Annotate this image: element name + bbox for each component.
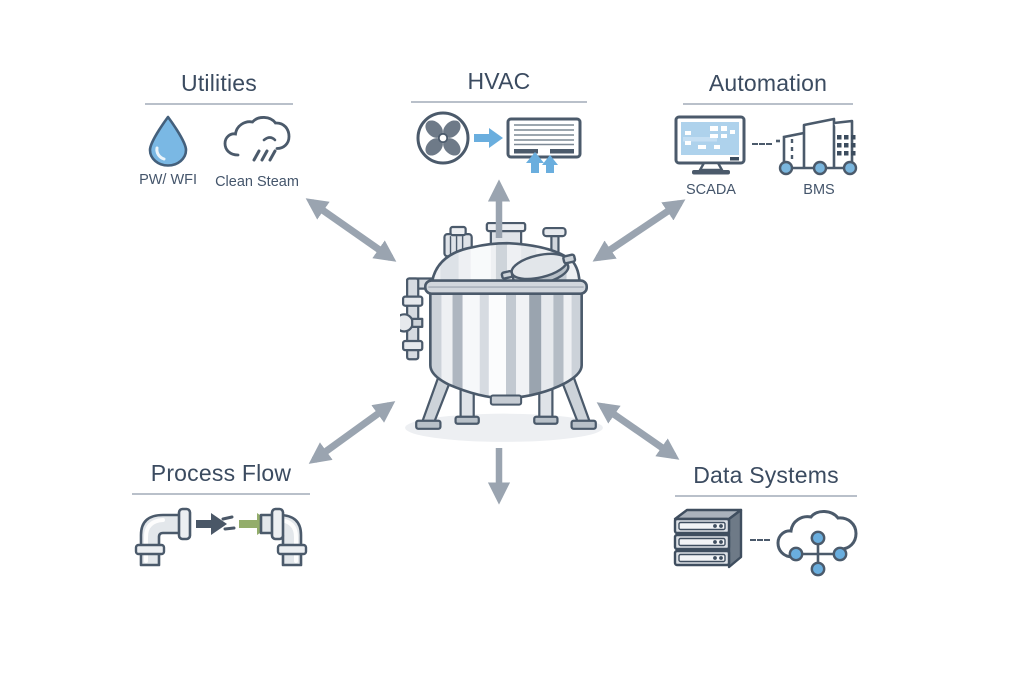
flow-arrow-icon [474, 128, 503, 148]
utilities-title: Utilities [181, 70, 257, 96]
scada-monitor-icon [674, 115, 746, 175]
scada-bms-dashed-link [752, 143, 772, 145]
pipe-elbow-left-icon [134, 507, 192, 567]
section-hvac: HVAC [405, 68, 593, 175]
utilities-underline [145, 103, 293, 105]
arrow-vessel-automation [592, 199, 686, 262]
intake-arrows-icon [526, 152, 558, 173]
data-systems-underline [675, 495, 857, 497]
hvac-title: HVAC [467, 68, 531, 94]
hvac-icon-group [416, 111, 582, 173]
clean-steam-label: Clean Steam [215, 174, 299, 190]
dark-flow-arrow-icon [196, 513, 236, 535]
scada-label: SCADA [686, 182, 736, 198]
bms-label: BMS [803, 182, 835, 198]
water-drop-icon [148, 115, 188, 167]
cloud-network-icon [776, 510, 858, 577]
steam-cloud-icon [223, 116, 291, 162]
air-handler-icon [506, 117, 582, 159]
process-flow-underline [132, 493, 310, 495]
automation-item-bms: BMS [776, 115, 862, 198]
fan-icon [416, 111, 470, 165]
arrow-vessel-down [487, 448, 511, 505]
arrow-utilities-vessel [305, 198, 397, 262]
automation-underline [683, 103, 853, 105]
hvac-underline [411, 101, 587, 103]
server-cloud-dashed-link [750, 539, 770, 541]
arrow-process-flow-vessel [308, 401, 396, 464]
section-data-systems: Data Systems [668, 462, 864, 577]
arrow-vessel-hvac-up [487, 179, 511, 238]
process-flow-title: Process Flow [150, 460, 292, 486]
section-automation: Automation [672, 70, 864, 198]
section-utilities: Utilities PW/ WFI Clean Steam [124, 70, 314, 190]
automation-item-scada: SCADA [674, 115, 748, 198]
arrow-vessel-data-systems [596, 402, 680, 460]
data-systems-title: Data Systems [693, 462, 839, 488]
pw-wfi-label: PW/ WFI [139, 172, 198, 188]
pipe-elbow-right-icon [259, 507, 308, 567]
server-stack-icon [673, 508, 743, 569]
section-process-flow: Process Flow [130, 460, 312, 567]
bms-building-icon [776, 117, 858, 176]
utilities-item-pw-wfi: PW/ WFI [139, 115, 197, 188]
utilities-item-clean-steam: Clean Steam [215, 115, 299, 190]
process-flow-icon-group [134, 507, 308, 567]
automation-title: Automation [708, 70, 828, 96]
process-vessel-illustration [400, 222, 603, 442]
